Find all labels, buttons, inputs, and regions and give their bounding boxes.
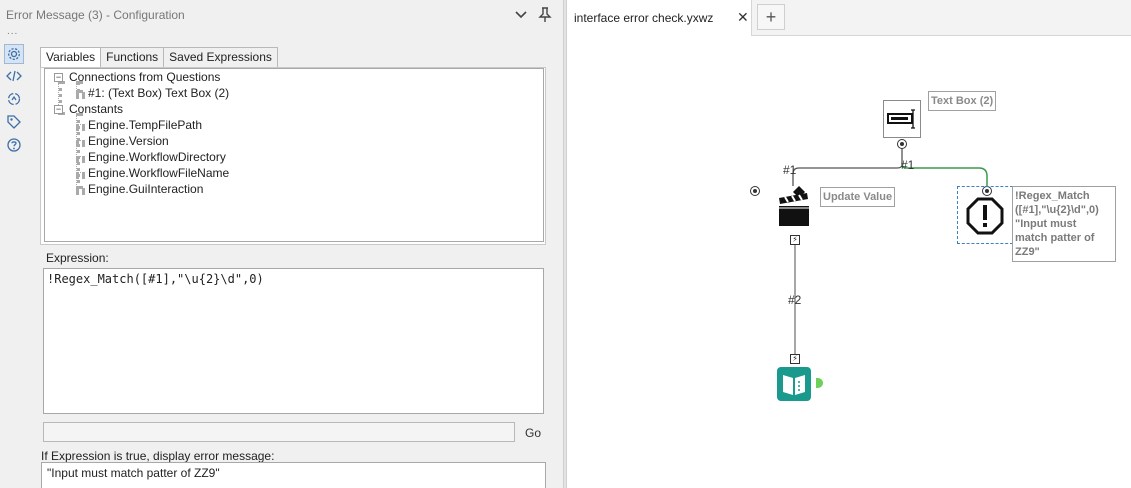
- variables-tabs: Variables Functions Saved Expressions: [40, 47, 278, 69]
- error-annotation-line: ([#1],"\u{2}\d",0): [1015, 204, 1099, 216]
- error-message-tool[interactable]: [957, 186, 1013, 244]
- tab-variables[interactable]: Variables: [40, 47, 102, 69]
- error-annotation-line: match patter of: [1015, 232, 1095, 244]
- gear-icon[interactable]: [4, 44, 24, 64]
- connection-label-right: #1: [901, 158, 915, 172]
- panel-splitter[interactable]: [563, 0, 567, 488]
- panel-header: Error Message (3) - Configuration: [0, 0, 563, 30]
- render-output-tool[interactable]: [776, 366, 814, 404]
- document-tabbar: interface error check.yxwz ✕ +: [567, 0, 1131, 36]
- tree-line: [76, 172, 85, 176]
- output-input-anchor[interactable]: ⚡: [790, 354, 800, 364]
- plus-icon: +: [765, 6, 777, 27]
- document-tab[interactable]: interface error check.yxwz ✕: [567, 0, 752, 36]
- update-value-tool[interactable]: [777, 184, 813, 230]
- collapse-icon[interactable]: −: [54, 104, 63, 114]
- connection-label-left: #1: [783, 163, 797, 177]
- error-message-text: "Input must match patter of ZZ9": [47, 466, 220, 480]
- tree-line: [76, 188, 85, 192]
- update-value-annotation: Update Value: [820, 187, 896, 207]
- expression-editor[interactable]: !Regex_Match([#1],"\u{2}\d",0): [43, 268, 544, 414]
- workflow-canvas-area: interface error check.yxwz ✕ + Text Box …: [567, 0, 1131, 488]
- tab-functions[interactable]: Functions: [100, 47, 165, 68]
- error-octagon-icon: [966, 197, 1004, 235]
- code-icon[interactable]: [4, 66, 24, 86]
- text-box-icon: [887, 109, 915, 129]
- add-tab-button[interactable]: +: [757, 4, 785, 30]
- go-input[interactable]: [43, 422, 515, 442]
- tree-line: [76, 92, 85, 96]
- expression-text: !Regex_Match([#1],"\u{2}\d",0): [47, 272, 264, 286]
- tab-saved-expressions[interactable]: Saved Expressions: [163, 47, 278, 68]
- variables-tree: − Connections from Questions #1: (Text B…: [44, 68, 544, 242]
- connection-1[interactable]: [792, 148, 903, 186]
- tree-node-connections[interactable]: Connections from Questions: [69, 70, 221, 84]
- error-annotation-line: ZZ9": [1015, 246, 1040, 258]
- document-tab-title: interface error check.yxwz: [574, 11, 714, 25]
- tree-item-constant[interactable]: Engine.Version: [88, 134, 169, 148]
- error-annotation: !Regex_Match ([#1],"\u{2}\d",0) "Input m…: [1012, 186, 1116, 262]
- go-button[interactable]: Go: [525, 426, 542, 440]
- connection-lines: [792, 148, 988, 354]
- output-anchor-green[interactable]: [816, 378, 823, 388]
- pin-icon[interactable]: [537, 7, 553, 23]
- tree-node-constants[interactable]: Constants: [69, 102, 124, 116]
- tree-line: [76, 124, 85, 128]
- tree-line: [76, 140, 85, 144]
- panel-title: Error Message (3) - Configuration: [6, 8, 185, 22]
- tag-icon[interactable]: [4, 112, 24, 132]
- tree-line: [76, 81, 80, 93]
- collapse-icon[interactable]: −: [54, 72, 63, 82]
- text-box-annotation: Text Box (2): [928, 91, 997, 111]
- action-output-anchor[interactable]: ⚡: [790, 235, 800, 245]
- target-icon[interactable]: [4, 89, 24, 109]
- configuration-panel: Error Message (3) - Configuration ...: [0, 0, 563, 488]
- book-icon: [777, 367, 811, 401]
- tree-line: [76, 156, 85, 160]
- chevron-down-icon[interactable]: [513, 7, 529, 23]
- close-icon[interactable]: ✕: [737, 9, 749, 25]
- tree-item-question[interactable]: #1: (Text Box) Text Box (2): [88, 86, 230, 100]
- tree-line: [76, 113, 80, 189]
- error-annotation-line: "Input must: [1015, 218, 1077, 230]
- error-message-input[interactable]: "Input must match patter of ZZ9": [41, 462, 546, 488]
- tree-item-constant[interactable]: Engine.GuiInteraction: [88, 182, 204, 196]
- more-dots[interactable]: ...: [7, 26, 19, 37]
- action-input-anchor[interactable]: [750, 186, 760, 196]
- clapperboard-icon: [779, 186, 809, 226]
- text-box-output-anchor[interactable]: [897, 139, 907, 149]
- text-box-tool[interactable]: [883, 100, 921, 138]
- error-message-label: If Expression is true, display error mes…: [41, 449, 275, 463]
- tree-item-constant[interactable]: Engine.WorkflowFileName: [88, 166, 230, 180]
- connection-label-2: #2: [788, 293, 802, 307]
- help-icon[interactable]: [4, 135, 24, 155]
- connection-1-error[interactable]: [901, 164, 988, 187]
- expression-label: Expression:: [46, 251, 109, 265]
- error-annotation-line: !Regex_Match: [1015, 190, 1090, 202]
- tree-item-constant[interactable]: Engine.WorkflowDirectory: [88, 150, 226, 164]
- tree-item-constant[interactable]: Engine.TempFilePath: [88, 118, 203, 132]
